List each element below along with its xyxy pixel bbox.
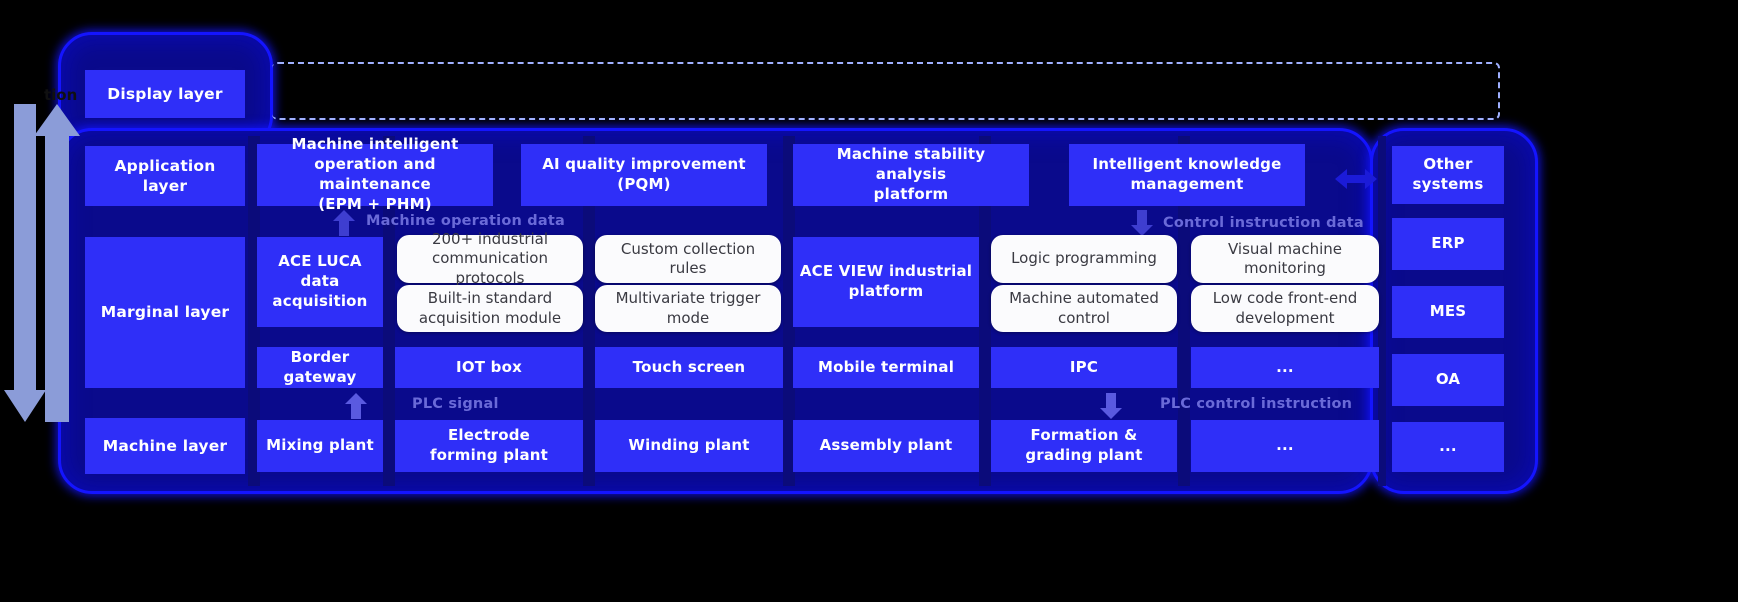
feature-custom-collection-rules[interactable]: Custom collection rules bbox=[595, 235, 781, 283]
device-label: IPC bbox=[1069, 357, 1099, 376]
app-ai-quality-improvement[interactable]: AI quality improvement (PQM) bbox=[521, 144, 767, 206]
layer-application-layer[interactable]: Application layer bbox=[85, 146, 245, 206]
layer-machine-layer[interactable]: Machine layer bbox=[85, 418, 245, 474]
feature-label: Machine automated control bbox=[1009, 289, 1159, 327]
gutter-4 bbox=[783, 136, 795, 486]
flow-label-control-instruction-data: Control instruction data bbox=[1163, 215, 1364, 231]
feature-machine-automated-control[interactable]: Machine automated control bbox=[991, 285, 1177, 332]
feature-label: Logic programming bbox=[1011, 249, 1157, 268]
feature-low-code-development[interactable]: Low code front-end development bbox=[1191, 285, 1379, 332]
app-label: Machine stability analysis platform bbox=[836, 145, 986, 203]
external-oa[interactable]: OA bbox=[1392, 354, 1504, 406]
gutter-6 bbox=[1178, 136, 1190, 486]
plant-label: Electrode forming plant bbox=[429, 426, 549, 464]
plant-more[interactable]: ... bbox=[1191, 420, 1379, 472]
flow-label-plc-signal: PLC signal bbox=[412, 396, 499, 412]
device-ipc[interactable]: IPC bbox=[991, 347, 1177, 388]
feature-label: Custom collection rules bbox=[620, 239, 756, 278]
app-label: Machine intelligent operation and mainte… bbox=[291, 135, 459, 213]
platform-ace-luca[interactable]: ACE LUCA data acquisition bbox=[257, 237, 383, 327]
machine-operation-data-arrow-up bbox=[333, 210, 355, 236]
external-label: ERP bbox=[1431, 234, 1465, 253]
gutter-5 bbox=[979, 136, 991, 486]
gutter-1 bbox=[248, 136, 260, 486]
app-machine-stability-analysis[interactable]: Machine stability analysis platform bbox=[793, 144, 1029, 206]
external-more[interactable]: ... bbox=[1392, 422, 1504, 472]
external-label: ... bbox=[1439, 437, 1457, 456]
external-label: OA bbox=[1435, 370, 1461, 389]
feature-logic-programming[interactable]: Logic programming bbox=[991, 235, 1177, 283]
platform-ace-view[interactable]: ACE VIEW industrial platform bbox=[793, 237, 979, 327]
downward-flow-arrow bbox=[4, 104, 46, 422]
feature-label: Visual machine monitoring bbox=[1227, 239, 1342, 278]
layer-marginal-layer[interactable]: Marginal layer bbox=[85, 237, 245, 388]
cutoff-label: tion bbox=[44, 86, 78, 104]
plant-winding[interactable]: Winding plant bbox=[595, 420, 783, 472]
feature-industrial-protocols[interactable]: 200+ industrial communication protocols bbox=[397, 230, 583, 287]
layer-label: Machine layer bbox=[102, 436, 228, 455]
gutter-3 bbox=[583, 136, 595, 486]
upward-flow-arrow bbox=[34, 104, 80, 422]
device-label: Touch screen bbox=[632, 357, 746, 376]
device-label: Border gateway bbox=[283, 347, 357, 386]
plant-mixing[interactable]: Mixing plant bbox=[257, 420, 383, 472]
external-label: MES bbox=[1429, 302, 1467, 321]
platform-label: ACE LUCA data acquisition bbox=[272, 252, 368, 310]
bidirectional-sync-icon bbox=[1335, 169, 1377, 189]
feature-visual-machine-monitoring[interactable]: Visual machine monitoring bbox=[1191, 235, 1379, 283]
device-more[interactable]: ... bbox=[1191, 347, 1379, 388]
device-label: IOT box bbox=[456, 357, 522, 376]
control-instruction-data-arrow-down bbox=[1131, 210, 1153, 236]
flow-label-machine-operation-data: Machine operation data bbox=[366, 213, 565, 229]
layer-display-layer[interactable]: Display layer bbox=[85, 70, 245, 118]
plant-formation-grading[interactable]: Formation & grading plant bbox=[991, 420, 1177, 472]
app-machine-intelligent-om[interactable]: Machine intelligent operation and mainte… bbox=[257, 135, 493, 213]
plant-label: Mixing plant bbox=[266, 436, 374, 455]
plant-label: Winding plant bbox=[628, 436, 750, 455]
app-label: AI quality improvement (PQM) bbox=[542, 155, 746, 193]
plant-electrode-forming[interactable]: Electrode forming plant bbox=[395, 420, 583, 472]
device-label: Mobile terminal bbox=[817, 357, 955, 376]
app-intelligent-knowledge-management[interactable]: Intelligent knowledge management bbox=[1069, 144, 1305, 206]
layer-label: Marginal layer bbox=[100, 303, 230, 322]
app-label: Intelligent knowledge management bbox=[1092, 155, 1282, 193]
feature-label: Multivariate trigger mode bbox=[615, 289, 761, 327]
gutter-2 bbox=[383, 136, 395, 486]
plant-assembly[interactable]: Assembly plant bbox=[793, 420, 979, 472]
external-label: Other systems bbox=[1412, 155, 1484, 193]
flow-label-plc-control-instruction: PLC control instruction bbox=[1160, 396, 1353, 412]
device-iot-box[interactable]: IOT box bbox=[395, 347, 583, 388]
external-other-systems[interactable]: Other systems bbox=[1392, 146, 1504, 204]
external-erp[interactable]: ERP bbox=[1392, 218, 1504, 270]
plant-label: Assembly plant bbox=[819, 436, 953, 455]
platform-label: ACE VIEW industrial platform bbox=[799, 262, 973, 300]
device-touch-screen[interactable]: Touch screen bbox=[595, 347, 783, 388]
display-layer-connector bbox=[272, 62, 1500, 120]
feature-builtin-standard-acquisition[interactable]: Built-in standard acquisition module bbox=[397, 285, 583, 332]
feature-multivariate-trigger-mode[interactable]: Multivariate trigger mode bbox=[595, 285, 781, 332]
plc-signal-arrow-up bbox=[345, 393, 367, 419]
external-mes[interactable]: MES bbox=[1392, 286, 1504, 338]
gutter-7 bbox=[1378, 136, 1386, 486]
device-mobile-terminal[interactable]: Mobile terminal bbox=[793, 347, 979, 388]
plant-label: Formation & grading plant bbox=[1025, 426, 1143, 464]
device-border-gateway[interactable]: Border gateway bbox=[257, 347, 383, 388]
feature-label: Low code front-end development bbox=[1212, 289, 1358, 327]
feature-label: Built-in standard acquisition module bbox=[418, 289, 562, 327]
device-label: ... bbox=[1276, 357, 1294, 376]
feature-label: 200+ industrial communication protocols bbox=[431, 229, 549, 287]
layer-label: Display layer bbox=[107, 84, 223, 103]
layer-label: Application layer bbox=[114, 156, 216, 195]
plc-control-instruction-arrow-down bbox=[1100, 393, 1122, 419]
plant-label: ... bbox=[1276, 436, 1294, 455]
